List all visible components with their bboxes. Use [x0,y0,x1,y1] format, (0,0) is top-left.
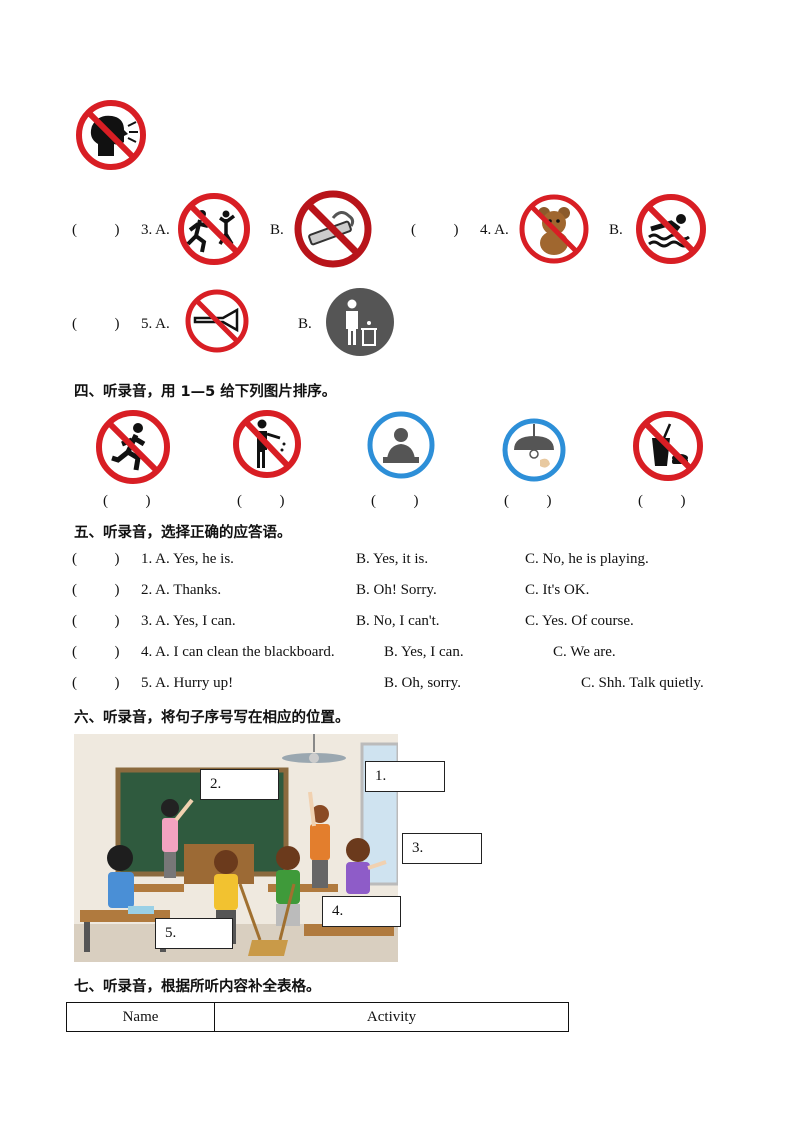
no-littering-icon [232,408,302,480]
q3-option-b: B. [270,222,284,238]
q5-label: 5. A. [141,316,170,332]
option-b: B. Oh, sorry. [384,675,461,691]
answer-paren-p5-2[interactable]: ( ) [72,582,120,598]
no-noise-icon [183,288,251,354]
option-b: B. Yes, I can. [384,644,464,660]
answer-paren-q5[interactable]: ( ) [72,316,120,332]
option-c: C. Yes. Of course. [525,613,634,629]
answer-paren-p4-4[interactable]: ( ) [504,493,552,509]
answer-paren-q3[interactable]: ( ) [72,222,120,238]
answer-box-1[interactable]: 1. [365,761,445,792]
no-shouting-icon [74,98,148,172]
option-b: B. No, I can't. [356,613,440,629]
answer-paren-p4-2[interactable]: ( ) [237,493,285,509]
option-a: 3. A. Yes, I can. [141,613,236,629]
option-b: B. Oh! Sorry. [356,582,437,598]
option-a: 5. A. Hurry up! [141,675,234,691]
no-running-icon [94,408,172,486]
q5-option-b: B. [298,316,312,332]
answer-paren-p4-1[interactable]: ( ) [103,493,151,509]
answer-box-3[interactable]: 3. [402,833,482,864]
no-smoking-icon [293,190,373,268]
answer-paren-p4-5[interactable]: ( ) [638,493,686,509]
study-icon [367,411,435,479]
section-6-title: 六、听录音，将句子序号写在相应的位置。 [74,710,350,726]
answer-paren-p5-3[interactable]: ( ) [72,613,120,629]
litter-bin-icon [325,287,395,357]
no-running-icon [176,192,252,266]
option-c: C. No, he is playing. [525,551,649,567]
option-b: B. Yes, it is. [356,551,429,567]
section-4-title: 四、听录音，用 1—5 给下列图片排序。 [74,384,337,400]
option-a: 2. A. Thanks. [141,582,222,598]
no-toys-icon [518,193,590,265]
answer-box-5[interactable]: 5. [155,918,233,949]
turn-off-light-icon [500,418,568,482]
table-header-activity: Activity [214,1002,569,1032]
answer-paren-q4[interactable]: ( ) [411,222,459,238]
no-swimming-icon [635,193,707,265]
q3-label: 3. A. [141,222,170,238]
answer-paren-p5-1[interactable]: ( ) [72,551,120,567]
section-5-title: 五、听录音，选择正确的应答语。 [74,525,292,541]
no-food-drink-icon [632,410,704,482]
option-c: C. It's OK. [525,582,590,598]
q4-label: 4. A. [480,222,509,238]
q4-option-b: B. [609,222,623,238]
option-a: 4. A. I can clean the blackboard. [141,644,335,660]
answer-table: Name Activity [66,1002,569,1032]
answer-paren-p4-3[interactable]: ( ) [371,493,419,509]
answer-paren-p5-4[interactable]: ( ) [72,644,120,660]
table-header-name: Name [66,1002,215,1032]
answer-box-4[interactable]: 4. [322,896,401,927]
answer-paren-p5-5[interactable]: ( ) [72,675,120,691]
answer-box-2[interactable]: 2. [200,769,279,800]
option-c: C. We are. [553,644,616,660]
option-a: 1. A. Yes, he is. [141,551,234,567]
option-c: C. Shh. Talk quietly. [581,675,704,691]
table-row: Name Activity [66,1002,569,1032]
section-7-title: 七、听录音，根据所听内容补全表格。 [74,979,321,995]
